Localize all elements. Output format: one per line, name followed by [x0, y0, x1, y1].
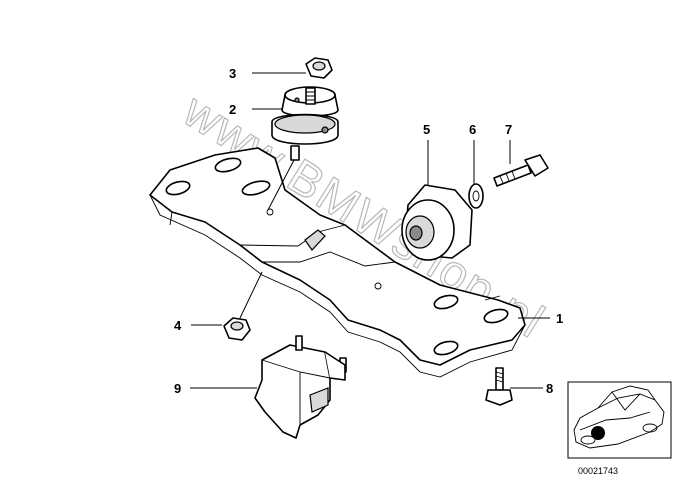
part-rubber-mount [271, 86, 339, 161]
part-bracket-mount [254, 335, 347, 439]
reference-number: 00021743 [578, 466, 618, 476]
callout-6: 6 [469, 122, 476, 137]
part-bolt-long [493, 154, 549, 187]
part-crossmember [149, 147, 526, 378]
part-bushing [401, 184, 473, 261]
part-bolt-short [485, 367, 513, 406]
callout-5: 5 [423, 122, 430, 137]
leader-lines [190, 72, 550, 389]
callout-2: 2 [229, 102, 236, 117]
part-nut-lower [223, 317, 251, 341]
part-washer [468, 183, 484, 209]
callout-8: 8 [546, 381, 553, 396]
callout-3: 3 [229, 66, 236, 81]
callout-4: 4 [174, 318, 182, 333]
part-nut-top [305, 57, 333, 79]
vehicle-locator-inset [567, 381, 672, 459]
location-marker [591, 426, 605, 440]
callout-9: 9 [174, 381, 181, 396]
callout-1: 1 [556, 311, 563, 326]
car-outline-icon [573, 385, 665, 449]
callout-7: 7 [505, 122, 512, 137]
callout-labels: 3 2 4 5 6 7 1 8 9 [174, 66, 563, 396]
